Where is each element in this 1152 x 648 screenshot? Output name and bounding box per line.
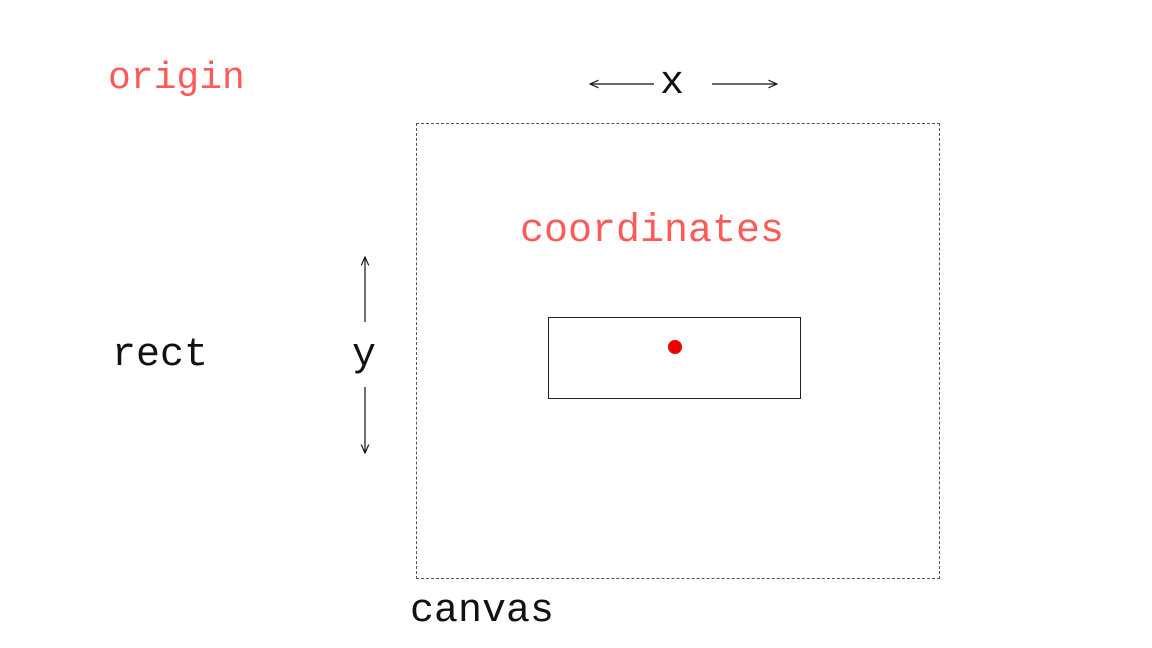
x-axis-label: x — [660, 61, 685, 106]
rect-label: rect — [112, 333, 209, 378]
origin-label: origin — [108, 57, 245, 100]
coordinate-point — [668, 340, 682, 354]
rect-shape — [548, 317, 801, 399]
canvas-label: canvas — [410, 589, 555, 634]
coordinates-label: coordinates — [520, 209, 785, 254]
canvas-area — [416, 123, 940, 579]
y-axis-label: y — [352, 333, 377, 378]
